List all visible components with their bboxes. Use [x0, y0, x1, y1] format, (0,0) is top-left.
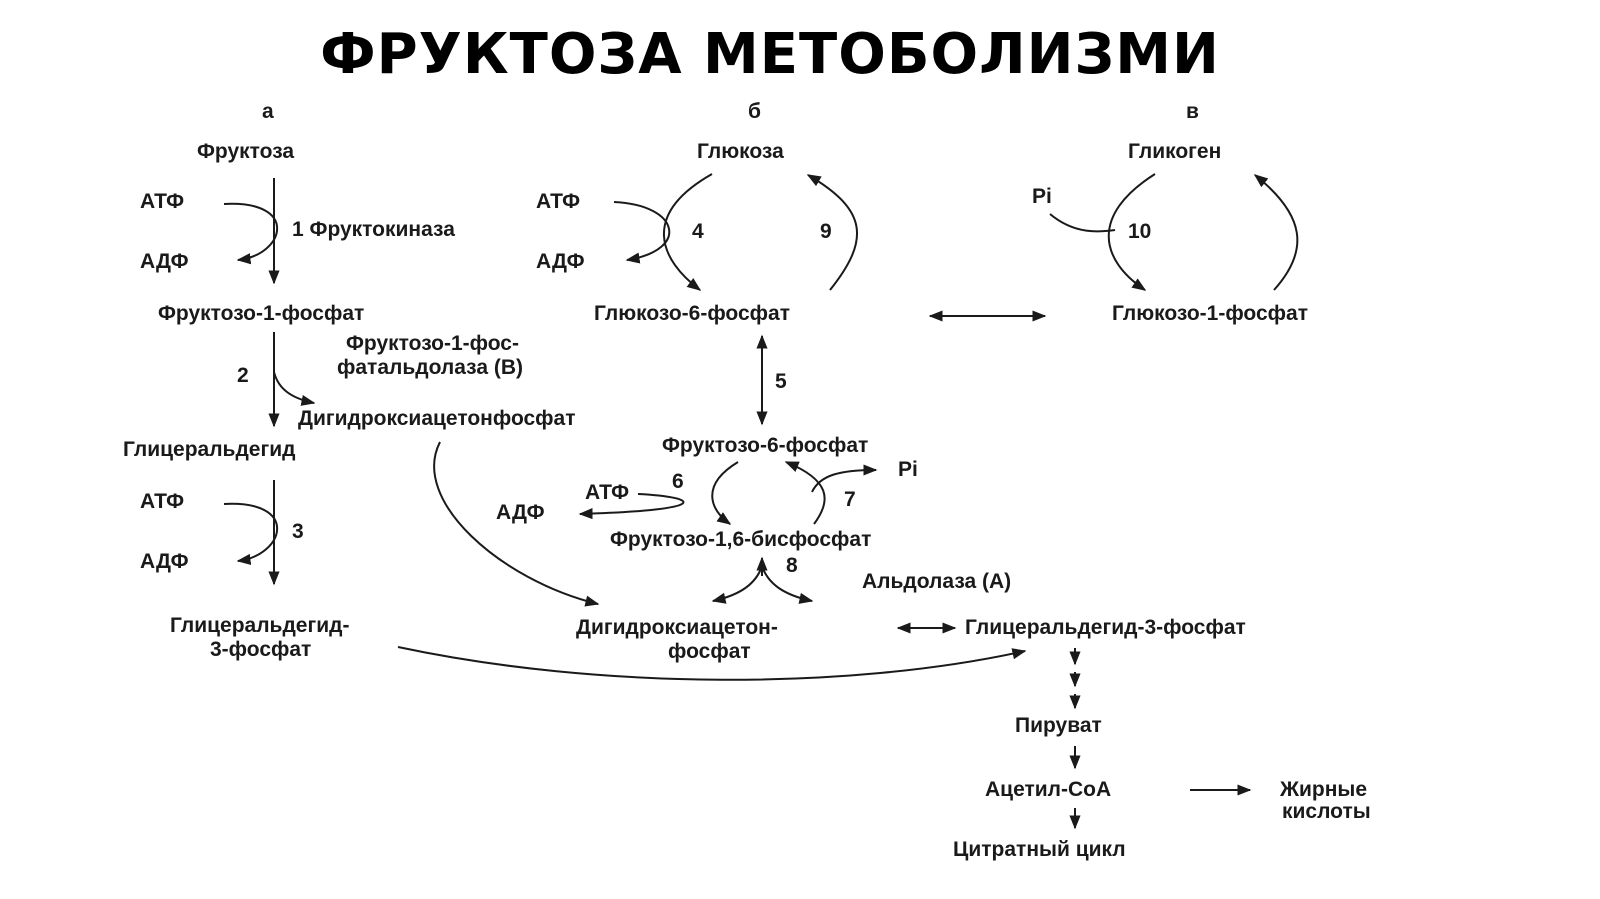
- arrow-g3p-to-gap: [397, 646, 1027, 681]
- node-fatty-acids-line1: Жирные: [1280, 778, 1368, 801]
- arrow-dhap-to-dhap: [433, 441, 600, 607]
- node-glucose-1-phosphate: Глюкозо-1-фосфат: [1112, 302, 1308, 325]
- node-g3p-line2: 3-фосфат: [210, 638, 312, 661]
- column-label-b: б: [748, 100, 761, 123]
- step-number-3: 3: [292, 520, 304, 543]
- column-label-a: а: [262, 100, 274, 123]
- step-number-5: 5: [775, 370, 787, 393]
- arrow-glucose-to-g6p-step4: [663, 173, 713, 291]
- label-adp-step1: АДФ: [140, 250, 189, 273]
- label-atp-step4: АТФ: [536, 190, 581, 213]
- enzyme-fructokinase: 1 Фруктокиназа: [292, 218, 455, 241]
- step-number-10: 10: [1128, 220, 1152, 243]
- node-glucose-6-phosphate: Глюкозо-6-фосфат: [594, 302, 790, 325]
- arrow-f16bp-to-dhap: [711, 565, 763, 604]
- enzyme-aldolase-a: Альдолаза (А): [862, 570, 1012, 593]
- node-acetyl-coa: Ацетил-СоА: [985, 778, 1112, 801]
- arrow-f6p-to-f16bp-step6: [711, 461, 739, 525]
- arrow-atp-adp-step1: [223, 202, 279, 265]
- label-pi-step7: Pi: [898, 458, 918, 481]
- arrow-f1p-to-dhap: [273, 371, 316, 406]
- arrow-atp-adp-step4: [613, 201, 671, 264]
- label-adp-step4: АДФ: [536, 250, 585, 273]
- node-fructose-6-phosphate: Фруктозо-6-фосфат: [662, 434, 869, 457]
- step-number-9: 9: [820, 220, 832, 243]
- node-dhap-b-line1: Дигидроксиацетон-: [576, 616, 778, 639]
- arrow-atp-adp-step6: [578, 493, 685, 520]
- label-pi-step10: Pi: [1032, 185, 1052, 208]
- arrow-pi-step10: [1049, 213, 1116, 233]
- node-fructose-1-6-bisphosphate: Фруктозо-1,6-бисфосфат: [610, 528, 872, 551]
- node-fructose: Фруктоза: [197, 140, 295, 163]
- node-g3p-line1: Глицеральдегид-: [170, 614, 350, 637]
- page-title: ФРУКТОЗА МЕТОБОЛИЗМИ: [320, 22, 1220, 87]
- node-dhap-b-line2: фосфат: [668, 640, 751, 663]
- step-number-4: 4: [692, 220, 704, 243]
- arrow-glycogen-to-g1p-step10: [1107, 173, 1156, 291]
- node-glyceraldehyde: Глицеральдегид: [123, 438, 296, 461]
- column-label-c: в: [1186, 100, 1199, 123]
- arrow-pi-step7: [811, 464, 878, 493]
- node-glyceraldehyde-3-phosphate: Глицеральдегид-3-фосфат: [965, 616, 1246, 639]
- arrow-g1p-to-glycogen: [1253, 174, 1299, 291]
- label-adp-step3: АДФ: [140, 550, 189, 573]
- step-number-2: 2: [237, 364, 249, 387]
- arrow-f16bp-to-f6p-step7: [784, 461, 826, 525]
- arrow-atp-adp-step3: [223, 502, 279, 565]
- node-dhap-a: Дигидроксиацетонфосфат: [298, 407, 576, 430]
- enzyme-aldolase-b-line2: фатальдолаза (В): [337, 356, 524, 379]
- step-number-7: 7: [844, 488, 856, 511]
- node-fructose-1-phosphate: Фруктозо-1-фосфат: [158, 302, 365, 325]
- node-fatty-acids-line2: кислоты: [1282, 800, 1371, 823]
- arrow-f16bp-to-gap: [761, 565, 814, 604]
- node-citrate-cycle: Цитратный цикл: [953, 838, 1126, 861]
- node-pyruvate: Пируват: [1015, 714, 1102, 737]
- node-glucose: Глюкоза: [697, 140, 784, 163]
- label-adp-step6: АДФ: [496, 501, 545, 524]
- step-number-8: 8: [786, 554, 798, 577]
- arrow-g6p-to-glucose-step9: [806, 174, 858, 291]
- label-atp-step1: АТФ: [140, 190, 185, 213]
- step-number-6: 6: [672, 470, 684, 493]
- enzyme-aldolase-b-line1: Фруктозо-1-фос-: [346, 332, 519, 355]
- label-atp-step6: АТФ: [585, 481, 630, 504]
- label-atp-step3: АТФ: [140, 490, 185, 513]
- node-glycogen: Гликоген: [1128, 140, 1222, 163]
